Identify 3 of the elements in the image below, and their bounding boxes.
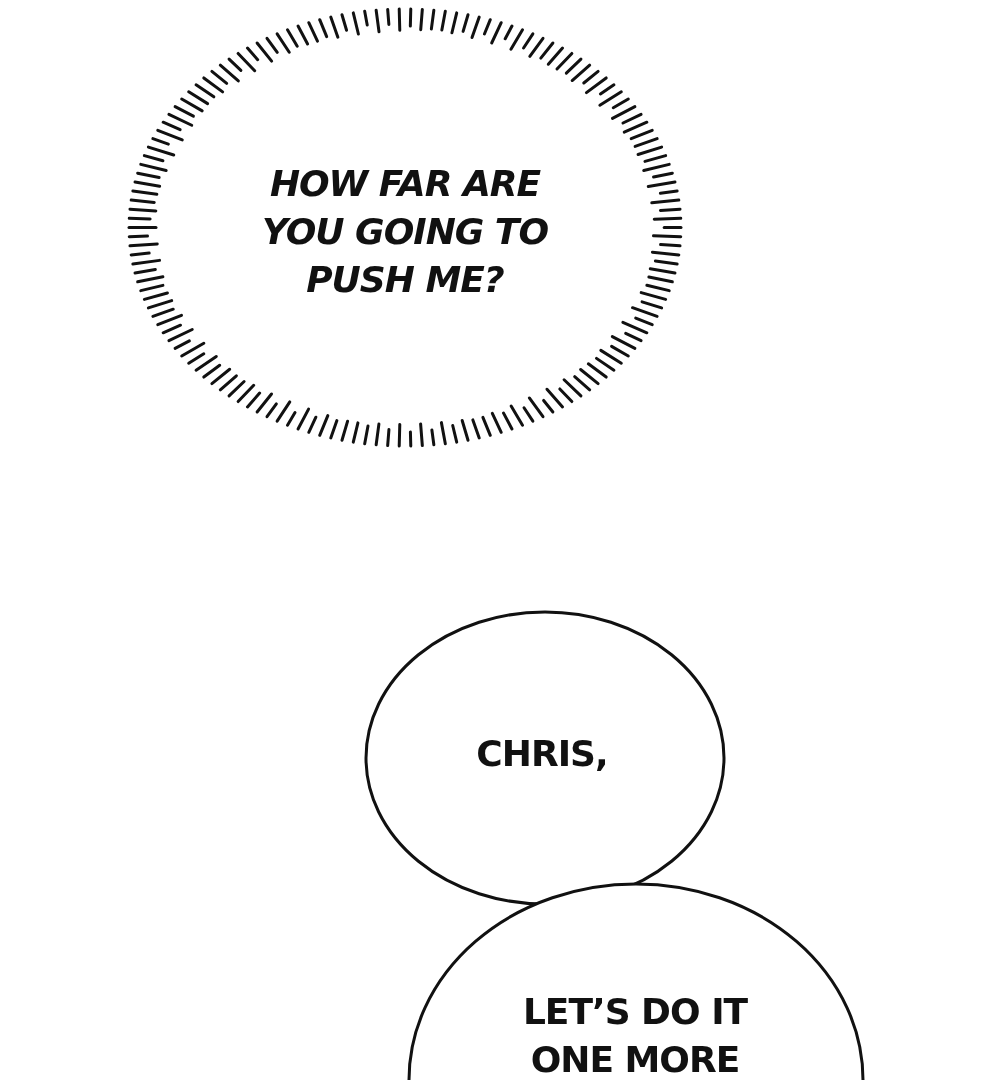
bubble-text: CHRIS, xyxy=(476,732,608,776)
bubble-text: LET’S DO IT ONE MORE xyxy=(521,990,749,1080)
speech-bubble xyxy=(362,608,728,908)
